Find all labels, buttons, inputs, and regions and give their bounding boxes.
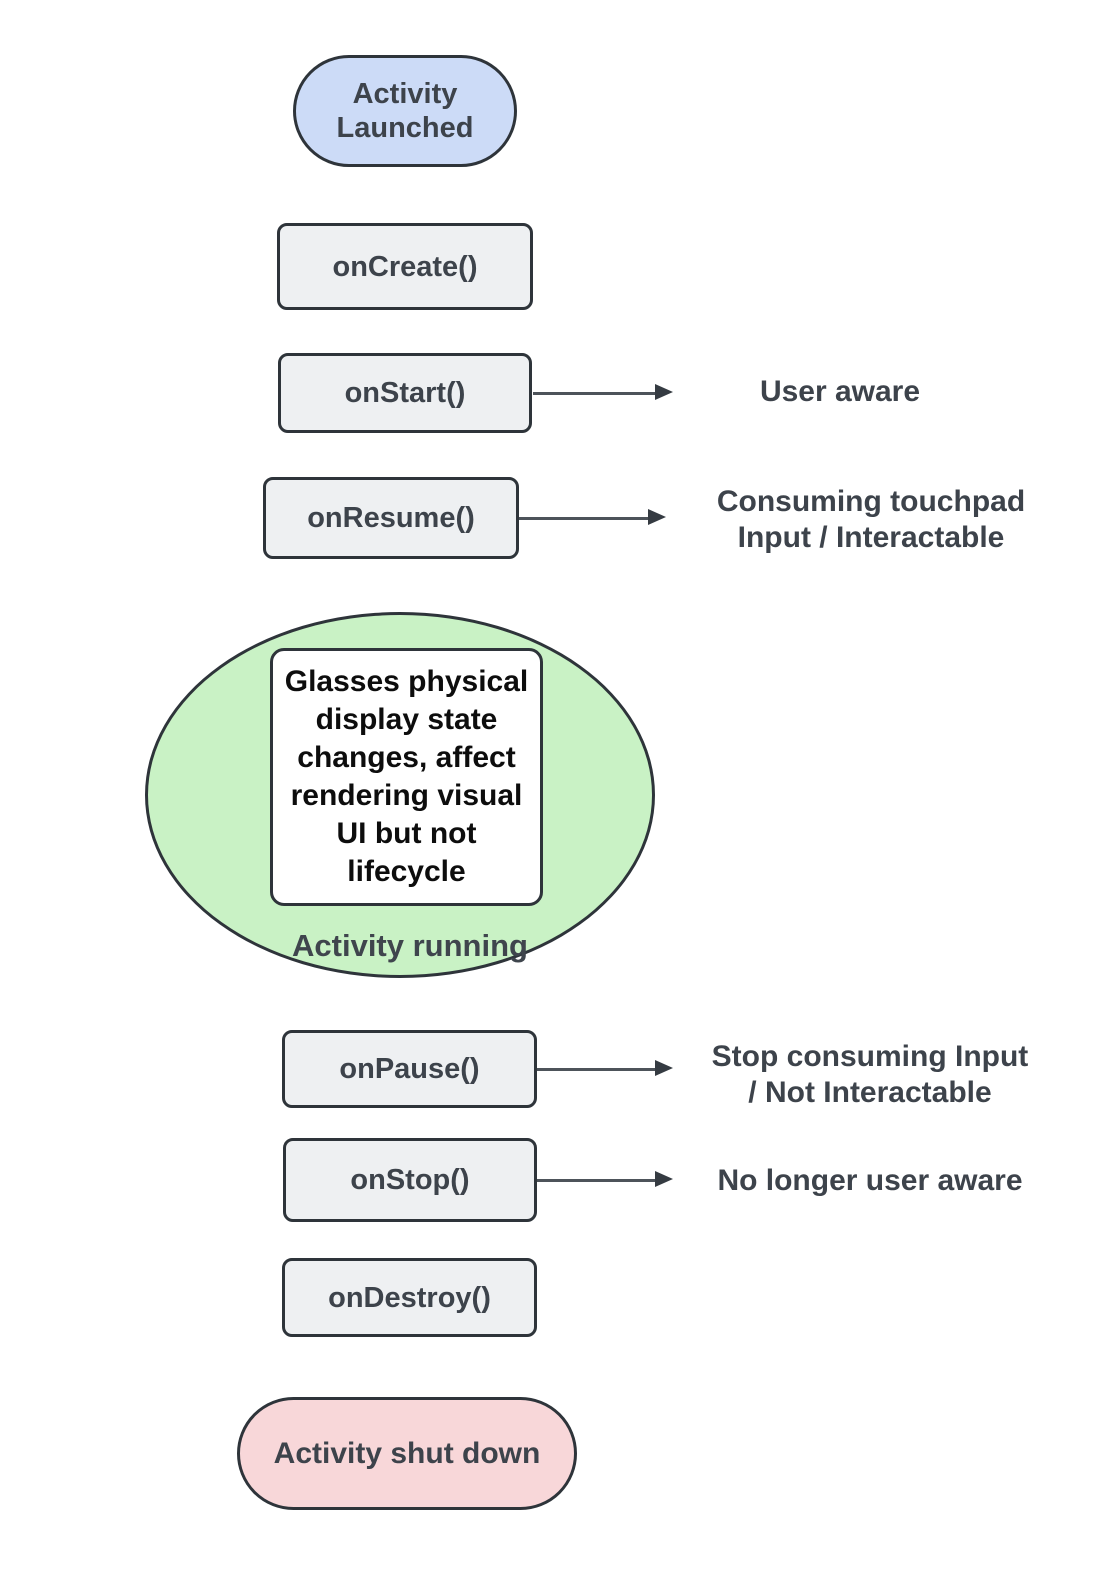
arrowhead-icon [655,1060,673,1076]
annotation-stop-consuming: Stop consuming Input / Not Interactable [690,1039,1050,1111]
node-label: onStop() [350,1164,470,1196]
annotation-line: Stop consuming Input [711,1040,1029,1073]
node-label: Activity shut down [273,1436,541,1470]
note-line: changes, affect [297,741,516,774]
note-display-state-changes: Glasses physical display state changes, … [270,648,543,906]
node-activity-shut-down: Activity shut down [237,1397,577,1510]
node-label: onStart() [344,377,466,409]
arrowhead-icon [655,384,673,400]
annotation-line: / Not Interactable [748,1076,992,1109]
annotation-line: Consuming touchpad [716,485,1026,518]
arrow-line [537,1179,655,1182]
arrow-line [533,392,655,395]
node-onstart: onStart() [278,353,532,433]
node-onpause: onPause() [282,1030,537,1108]
annotation-line: Input / Interactable [737,521,1005,554]
arrow-line [537,1068,655,1071]
arrowhead-icon [648,509,666,525]
arrowhead-icon [655,1171,673,1187]
node-label: onDestroy() [328,1281,491,1314]
node-label: onResume() [307,502,475,534]
group-activity-running: Glasses physical display state changes, … [145,612,655,978]
node-ondestroy: onDestroy() [282,1258,537,1337]
annotation-line: User aware [759,375,921,408]
node-onstop: onStop() [283,1138,537,1222]
note-line: UI but not [336,817,477,850]
note-line: lifecycle [347,855,466,888]
node-oncreate: onCreate() [277,223,533,310]
note-line: display state [315,703,498,736]
note-line: rendering visual [290,779,523,812]
node-label-line: Activity [352,78,458,110]
annotation-no-longer-user-aware: No longer user aware [690,1163,1050,1199]
node-label: onCreate() [332,250,478,283]
activity-running-label: Activity running [292,928,528,963]
annotation-consuming-touchpad: Consuming touchpad Input / Interactable [691,484,1051,556]
annotation-user-aware: User aware [720,374,960,410]
annotation-line: No longer user aware [717,1164,1023,1197]
node-onresume: onResume() [263,477,519,559]
node-activity-launched: Activity Launched [293,55,517,167]
node-label-line: Launched [336,112,474,144]
note-line: Glasses physical [284,665,529,698]
arrow-line [519,517,648,520]
node-label: onPause() [339,1053,480,1085]
